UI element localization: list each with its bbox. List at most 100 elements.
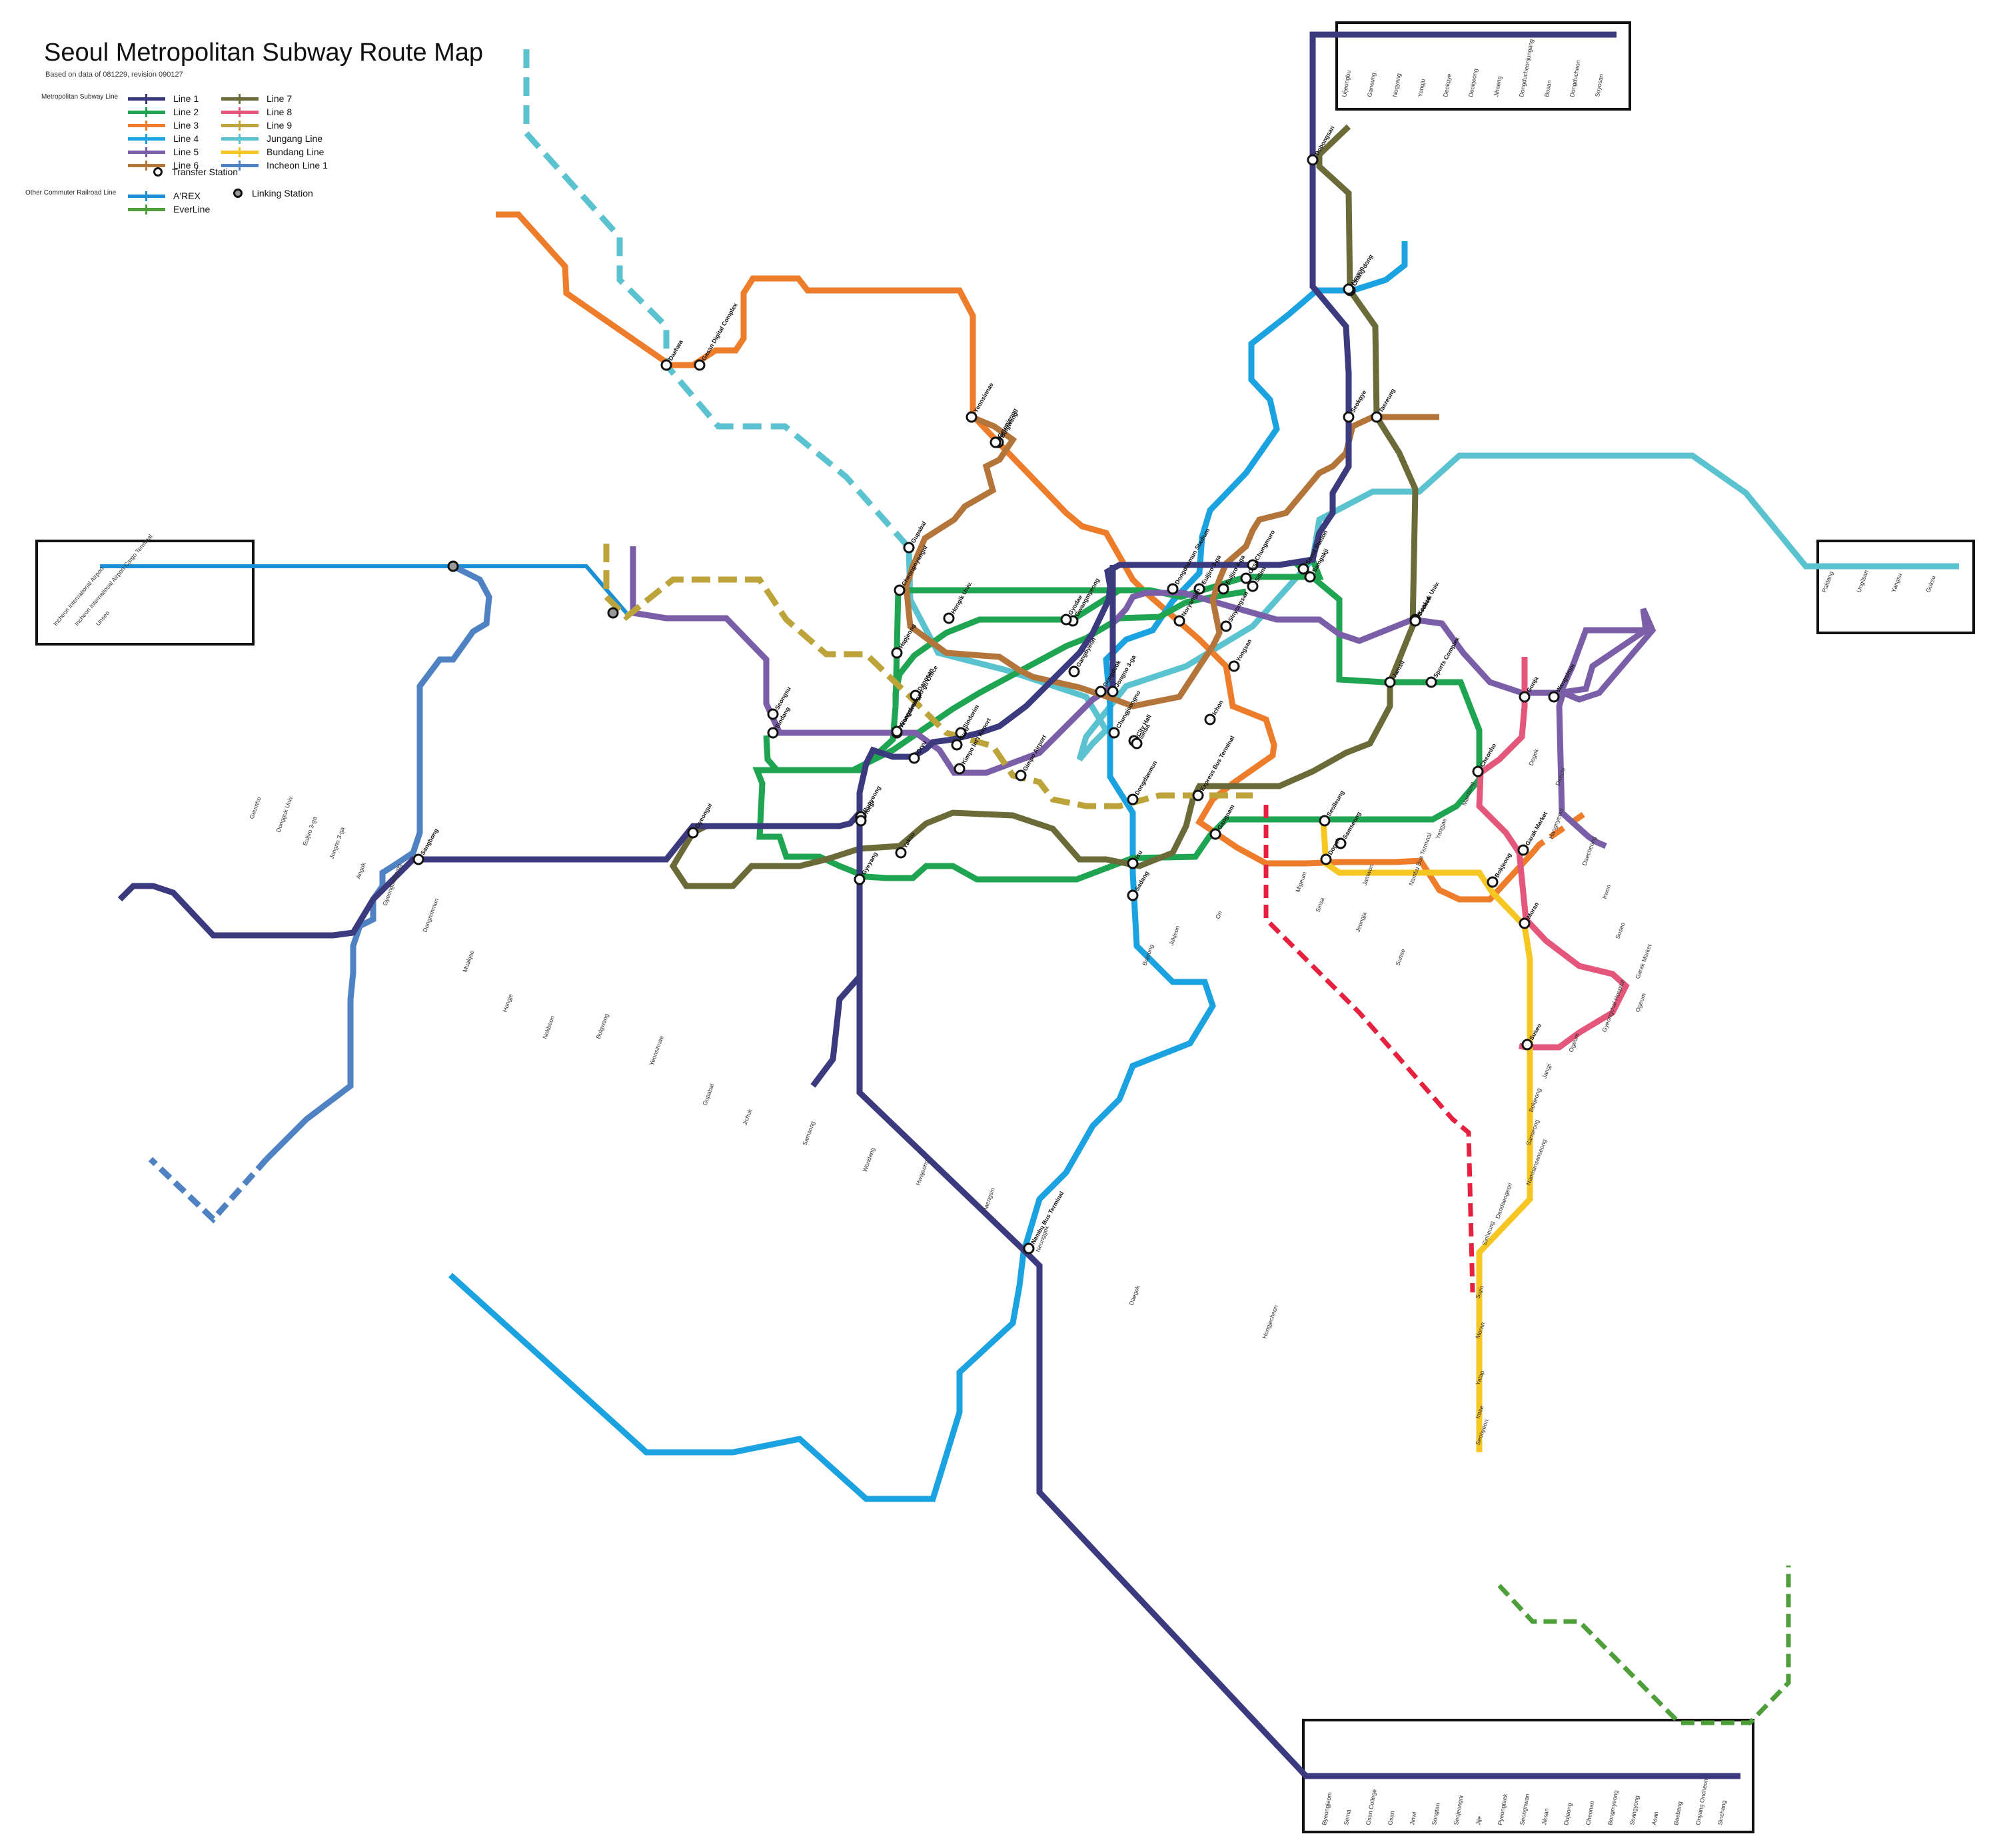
legend-linking-label: Linking Station [252, 188, 313, 199]
transfer-station-icon [1425, 676, 1437, 688]
transfer-station-label: Gimpo Airport [1021, 733, 1047, 772]
south-station-label: Bongmyeong [1607, 1789, 1619, 1825]
south-station-label: Asan [1651, 1811, 1659, 1825]
transfer-station-icon [767, 708, 779, 720]
legend-line-label: Line 2 [173, 107, 199, 117]
station-label: Dongguk Univ. [275, 794, 294, 833]
jungang-station-label: Ungilsan [1855, 569, 1869, 593]
linking-station-icon [607, 607, 619, 619]
arex-station-label: Unseo [95, 610, 111, 627]
transfer-station-icon [1307, 154, 1319, 166]
transfer-station-icon [1173, 615, 1185, 627]
transfer-station-icon [895, 847, 907, 859]
station-label: Ori [1214, 910, 1223, 920]
transfer-station-icon [1343, 283, 1355, 295]
transfer-station-icon [951, 739, 963, 751]
station-label: Dogok [1527, 747, 1539, 766]
station-label: Anguk [354, 861, 366, 880]
legend: Metropolitan Subway Line Other Commuter … [20, 88, 393, 221]
transfer-station-icon [854, 873, 866, 885]
transfer-station-icon [1108, 727, 1120, 739]
legend-line-6: Line 7 [221, 92, 292, 105]
transfer-station-icon [660, 359, 672, 371]
south-station-label: Sinchang [1716, 1800, 1727, 1826]
transfer-station-icon [966, 411, 978, 423]
line-swatch-icon [128, 93, 165, 104]
transfer-station-icon [1220, 620, 1232, 632]
legend-line-8: Line 9 [221, 119, 292, 132]
south-station-label: Ssangyong [1629, 1795, 1641, 1825]
south-station-label: Sema [1343, 1809, 1352, 1825]
legend-line-label: Line 9 [267, 120, 293, 131]
line-1 [117, 31, 1617, 939]
station-label: Daecheong [1581, 835, 1597, 867]
jungang-line [906, 452, 1959, 761]
transfer-station-icon [694, 359, 706, 371]
north-station-label: Dongducheonjungang [1518, 39, 1535, 97]
line-swatch-icon [128, 133, 165, 144]
transfer-station-icon [1127, 889, 1139, 901]
north-station-label: Nogyang [1391, 73, 1402, 97]
transfer-station-icon [1240, 572, 1252, 584]
south-station-label: Baebang [1672, 1801, 1683, 1825]
transfer-station-icon [1384, 676, 1396, 688]
line-swatch-icon [221, 120, 259, 131]
transfer-station-label: Dongdaemun [1133, 759, 1158, 796]
transfer-station-icon [1335, 837, 1347, 849]
station-label: Jeongja [1354, 911, 1367, 933]
transfer-station-icon [1297, 563, 1309, 575]
station-label: Jichuk [741, 1108, 753, 1127]
jungang-terminus-box [1816, 540, 1975, 634]
legend-line-3: Line 4 [128, 132, 199, 145]
south-station-label: Cheonan [1585, 1801, 1595, 1826]
transfer-station-label: Yongsan [1235, 638, 1253, 663]
legend-other-line-1: EverLine [128, 203, 210, 216]
legend-line-label: Jungang Line [267, 133, 323, 144]
legend-line-label: Line 4 [173, 133, 199, 144]
legend-line-label: Bundang Line [267, 147, 325, 157]
transfer-station-icon [1517, 844, 1529, 856]
south-station-label: Byeongjeom [1321, 1791, 1333, 1825]
transfer-station-icon [1319, 815, 1331, 827]
station-label: Jukjeon [1167, 925, 1181, 947]
transfer-station-icon [855, 815, 867, 827]
map-subtitle: Based on data of 081229, revision 090127 [45, 71, 183, 79]
station-label: Dandaeogeori [1494, 1182, 1513, 1220]
transfer-station-icon [1371, 411, 1383, 423]
transfer-station-icon [1487, 876, 1499, 888]
legend-line-label: Line 1 [173, 93, 199, 104]
station-label: Samsong [801, 1121, 816, 1147]
transfer-station-label: Seolleung [1325, 789, 1345, 817]
transfer-station-icon [1548, 691, 1560, 703]
south-station-label: Songtan [1431, 1803, 1441, 1826]
jungang-station-label: Guksu [1924, 575, 1936, 594]
legend-line-label: Line 6 [173, 160, 199, 171]
legend-line-7: Line 8 [221, 105, 292, 119]
legend-category-other: Other Commuter Railroad Line [25, 189, 117, 197]
line-3 [496, 211, 1535, 903]
transfer-station-icon [1519, 917, 1531, 929]
north-station-label: Ganeung [1366, 72, 1377, 97]
legend-line-2: Line 3 [128, 119, 199, 132]
transfer-station-icon [1167, 583, 1179, 595]
station-label: Sunae [1394, 948, 1406, 967]
line-5 [630, 546, 1657, 849]
transfer-station-icon [1193, 583, 1205, 595]
transfer-station-icon [1107, 686, 1119, 697]
transfer-station-icon [1320, 853, 1332, 865]
transfer-station-icon [1228, 660, 1240, 672]
transfer-station-icon [1521, 1039, 1533, 1051]
north-station-label: Bosan [1543, 79, 1553, 97]
station-label: Yeonsinnae [648, 1035, 664, 1066]
legend-line-10: Bundang Line [221, 145, 324, 159]
station-label: Sujin [1474, 1284, 1485, 1299]
station-label: Bulgwang [594, 1013, 610, 1040]
line-swatch-icon [128, 120, 165, 131]
line-9 [603, 544, 1253, 809]
station-label: Gyeongchal Hospital [1601, 979, 1626, 1033]
arex-terminus-box [35, 540, 255, 646]
station-label: Wondang [861, 1147, 876, 1172]
legend-line-label: A'REX [173, 191, 201, 201]
transfer-station-icon [1204, 713, 1216, 725]
transfer-station-icon [1015, 769, 1027, 781]
